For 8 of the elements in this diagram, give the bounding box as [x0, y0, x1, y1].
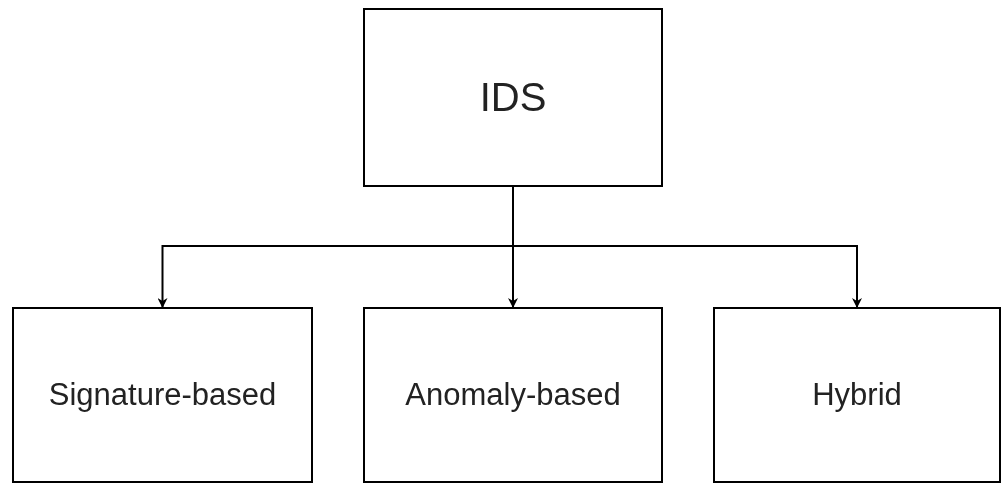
box-label: IDS: [479, 75, 547, 120]
box-label: Anomaly-based: [405, 377, 621, 413]
box-label: Hybrid: [812, 377, 902, 413]
category-box: [12, 307, 313, 483]
category-box: [363, 307, 663, 483]
box-label: Signature-based: [48, 377, 277, 413]
category-box: [713, 307, 1001, 483]
root-box: [363, 8, 663, 187]
